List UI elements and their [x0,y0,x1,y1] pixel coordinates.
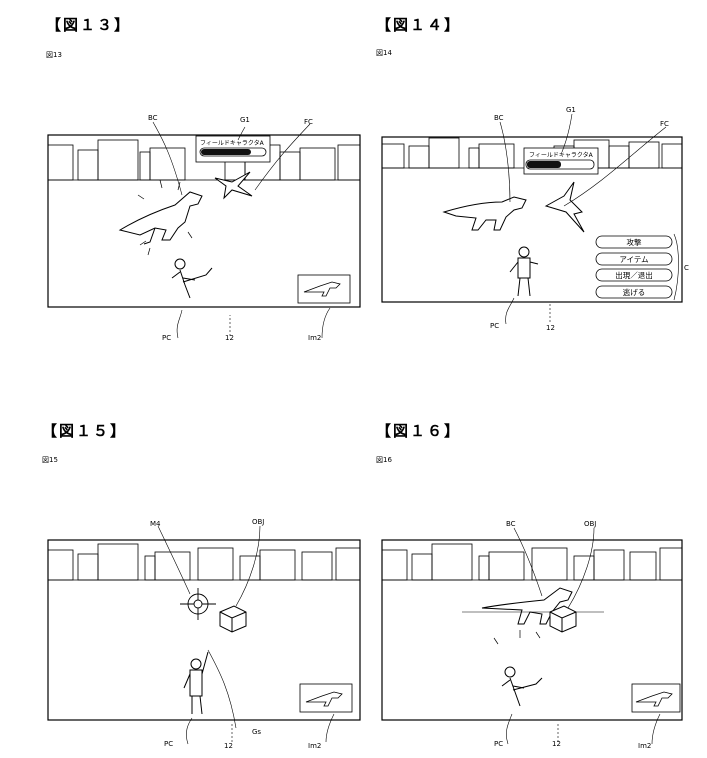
pterosaur-fc [544,181,585,233]
ref-fc: FC [304,118,313,126]
command-menu: 攻撃 アイテム 出現／退出 逃げる [595,235,673,299]
ref-g1: G1 [240,116,250,124]
ref-im2: Im2 [308,334,321,342]
ref-pc: PC [164,740,173,748]
ref-pc: PC [162,334,171,342]
ref-pc: PC [490,322,499,330]
ref-bc: BC [494,114,504,122]
target-marker-m4 [180,588,216,620]
menu-escape-label: 逃げる [623,287,646,297]
player-character-pc [183,651,209,715]
ref-im2: Im2 [638,742,651,750]
ref-g1: G1 [566,106,576,114]
figure-14-heading: 【図１４】 [376,16,462,34]
ref-12: 12 [546,324,555,332]
menu-appear-exit-button[interactable] [595,268,673,282]
dinosaur-bc [442,196,527,231]
ref-obj: OBJ [584,520,596,528]
city-skyline [381,543,683,581]
impact-lines [493,630,541,645]
player-character-pc [509,246,539,297]
box-object-obj [219,605,247,633]
player-character-pc [171,258,213,299]
box-object-obj [549,605,577,633]
menu-attack-label: 攻撃 [627,237,642,247]
figure-13-panel: フィールドキャラクタA BC G1 FC PC 12 Im2 [47,114,361,342]
figure-14-panel: フィールドキャラクタA 攻撃 アイテム 出現／退出 逃げる BC G1 FC C… [381,106,689,332]
menu-attack-button[interactable] [595,235,673,249]
thumbnail-im2 [297,274,351,304]
figure-16-heading: 【図１６】 [376,422,462,440]
player-character-pc [501,666,543,707]
menu-escape-button[interactable] [595,285,673,299]
field-character-gauge: フィールドキャラクタA [195,135,271,163]
dinosaur-bc [462,587,604,625]
thumbnail-im2 [631,683,681,713]
menu-appear-exit-label: 出現／退出 [615,270,653,280]
figure-16-panel: BC OBJ PC 12 Im2 [381,520,683,750]
figure-15-heading: 【図１５】 [42,422,128,440]
figure-15-panel: M4 OBJ PC 12 Gs Im2 [47,518,361,750]
thumbnail-im2 [299,683,353,713]
figure-13-heading: 【図１３】 [46,16,132,34]
pterosaur-fc [214,171,253,200]
ref-im2: Im2 [308,742,321,750]
figure-14-label: 図14 [376,49,392,57]
ref-bc: BC [148,114,158,122]
impact-lines [137,179,193,256]
gauge-label: フィールドキャラクタA [529,151,594,159]
figure-16-label: 図16 [376,456,392,464]
field-character-gauge: フィールドキャラクタA [523,147,599,175]
ref-m4: M4 [150,520,161,528]
ref-c: C [684,264,689,272]
gauge-label: フィールドキャラクタA [200,139,265,147]
ref-obj: OBJ [252,518,264,526]
ref-12: 12 [224,742,233,750]
city-skyline [47,543,361,581]
ref-bc: BC [506,520,516,528]
figure-13-label: 図13 [46,51,62,59]
ref-12: 12 [225,334,234,342]
ref-12: 12 [552,740,561,748]
ref-fc: FC [660,120,669,128]
ref-gs: Gs [252,728,261,736]
dinosaur-bc [118,191,203,245]
menu-item-label: アイテム [619,255,648,264]
figure-15-label: 図15 [42,456,58,464]
menu-item-button[interactable] [595,252,673,266]
ref-pc: PC [494,740,503,748]
